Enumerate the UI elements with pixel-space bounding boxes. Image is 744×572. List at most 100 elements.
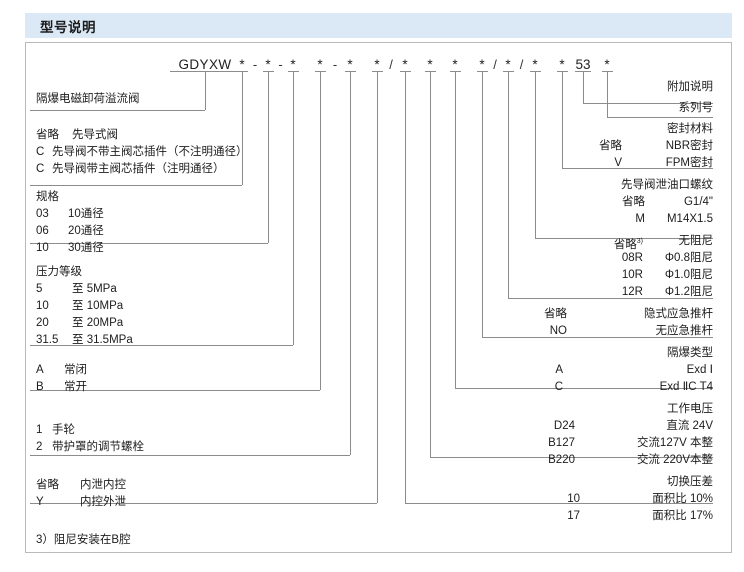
model-code-token-underline xyxy=(262,71,274,72)
model-code-token: * xyxy=(505,57,511,72)
group-code-pilot-type: C xyxy=(36,163,45,175)
model-code-token: * xyxy=(479,57,485,72)
group-code-damping: 12R xyxy=(621,286,643,298)
group-desc-valve-state: 常闭 xyxy=(64,364,87,376)
connector-valve-state xyxy=(320,72,321,390)
group-desc-drain-control: 内控外泄 xyxy=(80,496,126,508)
group-code-specification: 06 xyxy=(36,225,49,237)
group-code-damping: 省略3) xyxy=(613,238,643,251)
group-title-explosion-proof-type: 隔爆类型 xyxy=(667,347,713,359)
group-desc-switch-pressure-diff: 面积比 10% xyxy=(652,493,713,505)
group-code-seal-material: V xyxy=(614,157,622,169)
group-code-valve-state: A xyxy=(36,364,44,376)
connector-pressure-grade xyxy=(293,72,294,345)
model-code-token: * xyxy=(559,57,565,72)
connector-working-voltage-base xyxy=(430,457,713,458)
model-code-token-underline xyxy=(575,71,591,72)
connector-pressure-grade-base xyxy=(30,345,293,346)
group-desc-pilot-type: 先导式阀 xyxy=(72,129,118,141)
connector-switch-pressure-diff-base xyxy=(405,503,713,504)
group-desc-seal-material: FPM密封 xyxy=(665,157,713,169)
model-code-separator: / xyxy=(389,57,393,72)
group-desc-pressure-grade: 至 10MPa xyxy=(72,300,124,312)
connector-additional-note xyxy=(583,72,584,103)
model-code-separator: - xyxy=(252,57,258,72)
group-desc-working-voltage: 交流127V 本整 xyxy=(636,437,713,449)
group-desc-working-voltage: 交流 220V本整 xyxy=(636,454,713,466)
model-code-token: * xyxy=(265,57,271,72)
model-code-token-underline xyxy=(344,71,356,72)
connector-specification-base xyxy=(30,243,268,244)
connector-seal-material xyxy=(562,72,563,168)
connector-seal-material-base xyxy=(562,168,713,169)
connector-valve-state-base xyxy=(30,390,320,391)
group-title-working-voltage: 工作电压 xyxy=(667,403,713,415)
group-desc-pilot-type: 先导阀带主阀芯插件（注明通径） xyxy=(52,163,225,175)
model-code-prefix-underline xyxy=(170,71,240,72)
group-title-specification: 规格 xyxy=(36,191,59,203)
group-title-series-number: 系列号 xyxy=(678,102,714,114)
group-desc-valve-state: 常开 xyxy=(64,381,87,393)
group-code-adjust-type: 1 xyxy=(36,424,43,436)
model-code-series-token: 53 xyxy=(575,57,591,72)
group-code-specification: 03 xyxy=(36,208,49,220)
group-code-pressure-grade: 20 xyxy=(36,317,49,329)
model-code-prefix: GDYXW xyxy=(178,57,232,72)
group-title-seal-material: 密封材料 xyxy=(667,123,713,135)
group-code-pilot-drain-thread: 省略 xyxy=(622,196,645,208)
model-code-token-underline xyxy=(287,71,299,72)
group-desc-pilot-drain-thread: M14X1.5 xyxy=(666,213,713,225)
group-code-explosion-proof-type: C xyxy=(554,381,563,393)
group-desc-damping: Φ0.8阻尼 xyxy=(664,252,713,264)
group-code-working-voltage: D24 xyxy=(553,420,575,432)
model-code-token: * xyxy=(532,57,538,72)
group-desc-specification: 20通径 xyxy=(68,225,104,237)
model-code-token-underline xyxy=(476,71,488,72)
group-desc-specification: 30通径 xyxy=(68,242,104,254)
group-desc-damping: Φ1.2阻尼 xyxy=(664,286,713,298)
model-code-token-underline xyxy=(424,71,436,72)
connector-adjust-type-base xyxy=(30,455,350,456)
connector-emergency-rod-base xyxy=(482,337,713,338)
group-desc-pressure-grade: 至 20MPa xyxy=(72,317,124,329)
group-desc-seal-material: NBR密封 xyxy=(665,140,713,152)
group-code-damping: 08R xyxy=(621,252,643,264)
model-code-token: * xyxy=(402,57,408,72)
diagram-frame xyxy=(25,42,732,553)
connector-emergency-rod xyxy=(482,72,483,337)
group-code-seal-material: 省略 xyxy=(599,140,622,152)
group-code-working-voltage: B220 xyxy=(548,454,575,466)
connector-specification xyxy=(268,72,269,243)
model-code-token: * xyxy=(239,57,245,72)
model-code-token-underline xyxy=(529,71,541,72)
group-code-pressure-grade: 31.5 xyxy=(36,334,59,346)
model-code-token: * xyxy=(317,57,323,72)
group-code-switch-pressure-diff: 17 xyxy=(567,510,580,522)
group-code-specification: 10 xyxy=(36,242,49,254)
group-desc-emergency-rod: 隐式应急推杆 xyxy=(644,308,713,320)
group-code-damping: 10R xyxy=(621,269,643,281)
group-desc-explosion-proof-type: Exd ⅡC T4 xyxy=(659,381,713,393)
footnote-text: 3）阻尼安装在B腔 xyxy=(36,534,131,546)
connector-product-name-base xyxy=(30,110,205,111)
connector-damping-base xyxy=(508,298,713,299)
group-code-valve-state: B xyxy=(36,381,44,393)
connector-pilot-type-base xyxy=(30,185,242,186)
model-code-token: * xyxy=(427,57,433,72)
connector-adjust-type xyxy=(350,72,351,455)
group-desc-product-name: 隔爆电磁卸荷溢流阀 xyxy=(36,93,140,105)
connector-switch-pressure-diff xyxy=(405,72,406,503)
group-desc-pilot-drain-thread: G1/4" xyxy=(683,196,713,208)
connector-product-name xyxy=(205,72,206,110)
group-code-pilot-type: C xyxy=(36,146,45,158)
connector-pilot-drain-thread-base xyxy=(535,238,713,239)
group-desc-pressure-grade: 至 5MPa xyxy=(72,283,117,295)
model-code-separator: - xyxy=(332,57,338,72)
group-desc-damping: 无阻尼 xyxy=(678,235,714,247)
group-code-pressure-grade: 5 xyxy=(36,283,43,295)
group-code-emergency-rod: 省略 xyxy=(544,308,567,320)
section-header-bar xyxy=(25,13,732,38)
model-code-token-underline xyxy=(314,71,326,72)
group-desc-damping: Φ1.0阻尼 xyxy=(664,269,713,281)
